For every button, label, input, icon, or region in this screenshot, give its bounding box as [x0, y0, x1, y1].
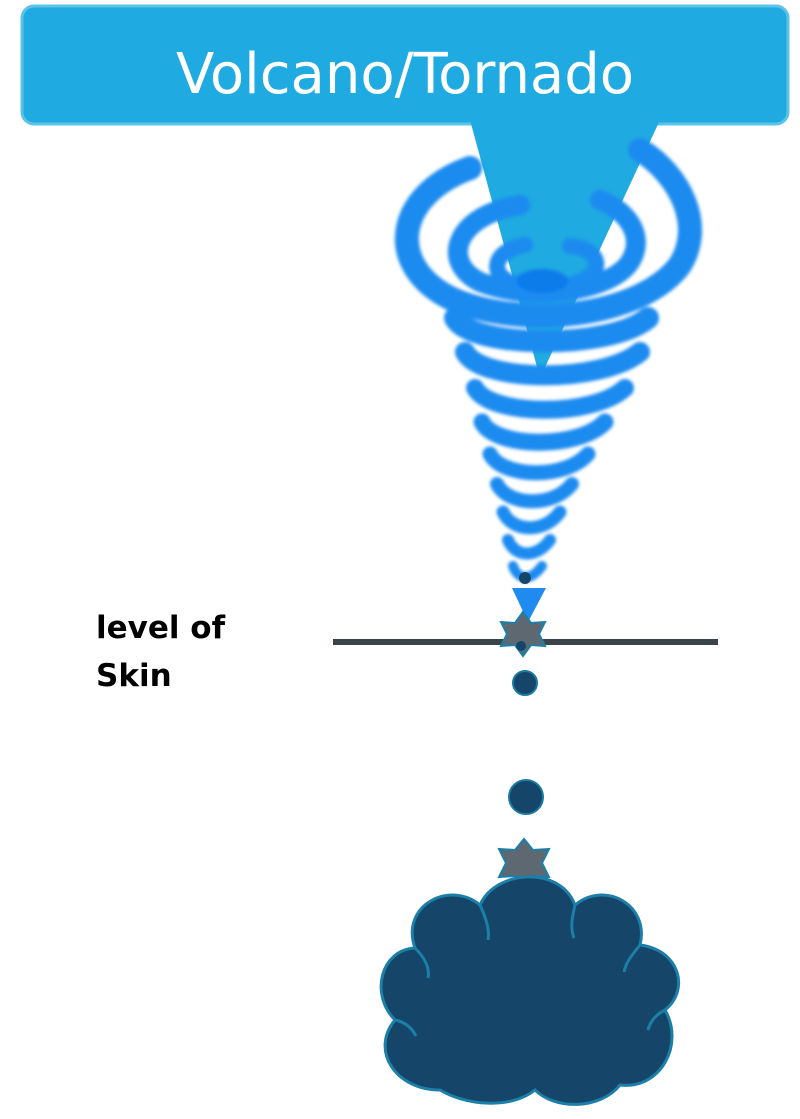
skin-level-label: level of Skin [96, 604, 296, 700]
skin-label-line1: level of [96, 604, 296, 652]
particle [516, 641, 526, 651]
particle [519, 572, 531, 584]
particle [513, 671, 537, 695]
title-text: Volcano/Tornado [176, 42, 634, 107]
skin-label-line2: Skin [96, 652, 296, 700]
particle [509, 780, 543, 814]
tornado-tip [512, 588, 546, 622]
cloud-icon [381, 877, 679, 1105]
